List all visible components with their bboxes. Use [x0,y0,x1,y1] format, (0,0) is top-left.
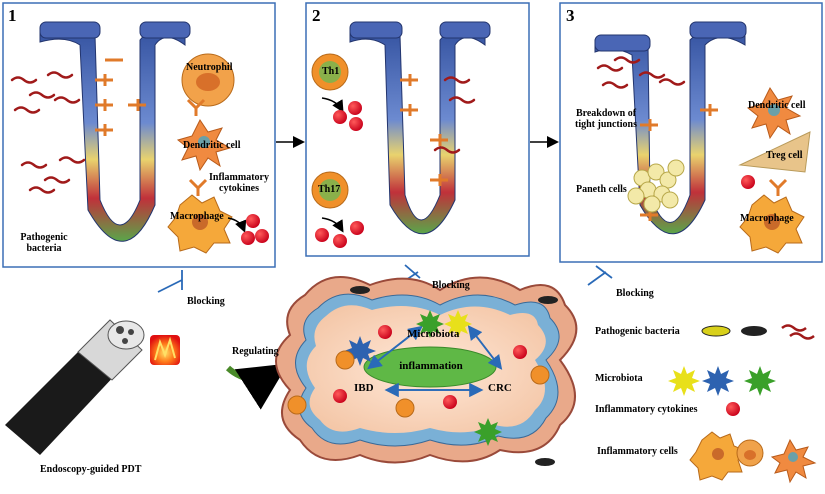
legend [668,324,817,484]
receptor-cluster [95,58,146,136]
panel-2-frame [305,2,530,257]
blocking-label-3: Blocking [616,288,654,299]
blocking-label-2: Blocking [432,280,470,291]
cytokine-dot [241,231,255,245]
legend-cytokine-icon [726,402,740,416]
panel-1-number: 1 [8,6,17,25]
legend-cells-label: Inflammatory cells [597,446,678,457]
cytokine-dot [246,214,260,228]
inflammation-label: inflammation [399,360,463,372]
endoscope-label: Endoscopy-guided PDT [40,464,142,475]
regulating-arrow [225,363,289,410]
cytokine-dot [255,229,269,243]
blocking-label-1: Blocking [187,296,225,307]
dendritic-cell-label-3: Dendritic cell [748,100,806,111]
treg-cell-icon [738,131,811,173]
panel-2-number: 2 [312,6,321,25]
th17-label: Th17 [318,184,341,195]
legend-microbiota-icons [668,366,776,396]
endoscope-icon [5,319,145,455]
macrophage-label: Macrophage [170,211,224,222]
tight-junctions-label: Breakdown of tight junctions [575,108,637,130]
th1-label: Th1 [322,66,340,77]
macrophage-label-3: Macrophage [740,213,794,224]
intestine-diagram [275,276,578,466]
blocking-mark-3 [587,265,613,286]
panel-3-number: 3 [566,6,575,25]
microbiota-label: Microbiota [407,328,460,340]
crc-label: CRC [488,382,512,394]
treg-cell-label: Treg cell [766,150,803,161]
ibd-label: IBD [354,382,374,394]
pathogenic-bacteria-label: Pathogenic bacteria [20,232,68,254]
paneth-cells-icon [627,159,685,213]
panel-1 [2,2,276,268]
cytokine-cluster [241,214,269,245]
legend-microbiota-label: Microbiota [595,373,643,384]
receptor-icon [186,98,206,116]
panel-1-crypt [39,25,186,242]
laser-flame-icon [150,335,180,365]
legend-cells-icons [689,431,817,484]
panel-2 [305,2,530,257]
blocking-mark-1 [157,270,183,293]
neutrophil-label: Neutrophil [186,62,233,73]
legend-pathogenic-label: Pathogenic bacteria [595,326,680,337]
cytokines-label: Inflammatory cytokines [209,172,269,194]
dendritic-cell-label: Dendritic cell [183,140,241,151]
bacteria-cluster [10,71,86,194]
paneth-cells-label: Paneth cells [576,184,627,195]
regulating-label: Regulating [232,346,279,357]
legend-pathogenic-icons [701,324,815,340]
legend-cytokines-label: Inflammatory cytokines [595,404,698,415]
panel-3 [559,2,823,263]
